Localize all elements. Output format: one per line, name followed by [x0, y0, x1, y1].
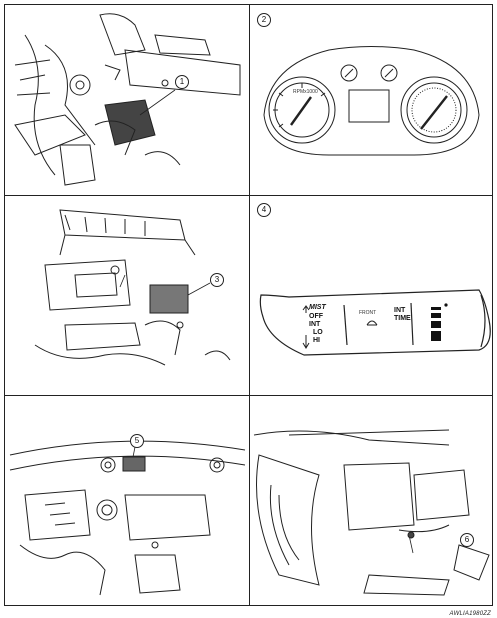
- column-divider: [249, 5, 250, 605]
- callout-5: 5: [130, 434, 144, 448]
- int-time-line-1: INT: [394, 307, 406, 314]
- panel-6-wheel-housing: 6: [249, 395, 494, 607]
- panel-2-combination-meter: 2 RPMx1000: [249, 5, 494, 195]
- panel-5-cowl-area: 5: [5, 395, 249, 607]
- cowl-area-illustration: [9, 440, 246, 596]
- steering-column-illustration: [14, 13, 241, 186]
- wiper-lever-illustration: [259, 289, 491, 356]
- panel-4-wiper-switch: 4 MIST OFF INT LO HI FRONT INT TIME: [249, 195, 494, 395]
- row-divider-2: [5, 395, 492, 396]
- tach-caption: RPMx1000: [293, 89, 318, 95]
- wheel-housing-illustration: [253, 429, 490, 596]
- callout-1: 1: [175, 75, 189, 89]
- panel-1-steering-column: 1: [5, 5, 249, 195]
- callout-2: 2: [257, 13, 271, 27]
- panel-3-engine-compartment: 3: [5, 195, 249, 395]
- row-divider-1: [5, 195, 492, 196]
- callout-3: 3: [210, 273, 224, 287]
- document-code: AWLIA1980ZZ: [449, 611, 491, 617]
- wiper-position-int: INT: [309, 321, 321, 328]
- callout-4: 4: [257, 203, 271, 217]
- combination-meter-illustration: [263, 46, 480, 156]
- wiper-position-hi: HI: [313, 337, 320, 344]
- engine-compartment-illustration: [34, 209, 231, 366]
- callout-6: 6: [460, 533, 474, 547]
- diagram-sheet: 1 2 RPMx1000: [4, 4, 493, 606]
- wiper-mist-label: MIST: [309, 304, 326, 311]
- wiper-front-label: FRONT: [359, 310, 377, 316]
- int-time-line-2: TIME: [394, 315, 411, 322]
- wiper-position-lo: LO: [313, 329, 323, 336]
- wiper-position-off: OFF: [309, 313, 323, 320]
